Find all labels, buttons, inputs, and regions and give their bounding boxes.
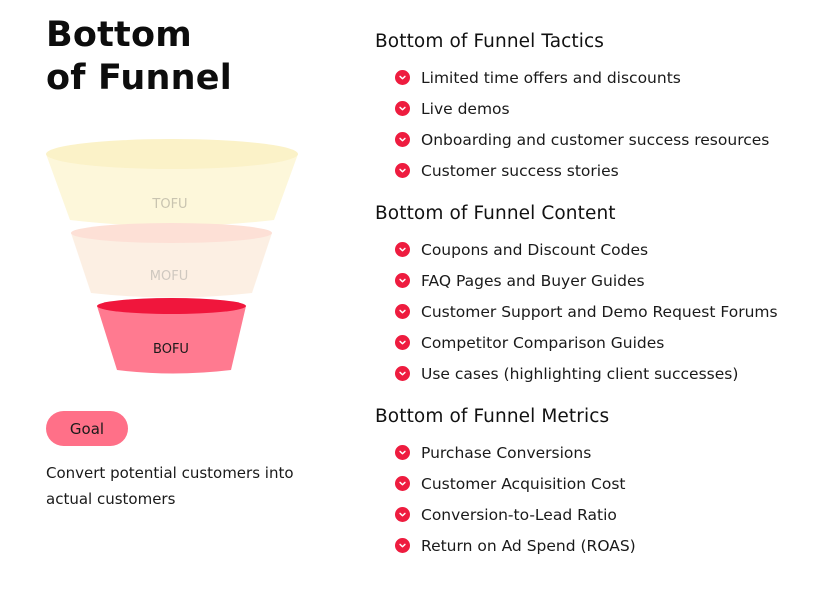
title-line-2: of Funnel <box>46 58 232 98</box>
mofu-label: MOFU <box>150 269 188 284</box>
list-item: Purchase Conversions <box>395 437 778 468</box>
check-circle-icon <box>395 507 410 522</box>
title-line-1: Bottom <box>46 15 192 55</box>
tofu-body <box>46 154 298 226</box>
list-item: Conversion-to-Lead Ratio <box>395 499 778 530</box>
check-circle-icon <box>395 476 410 491</box>
section-heading: Bottom of Funnel Metrics <box>375 406 610 427</box>
list-item-text: Conversion-to-Lead Ratio <box>421 505 617 524</box>
mofu-top <box>71 223 272 243</box>
check-circle-icon <box>395 445 410 460</box>
section-content: Bottom of Funnel Content Coupons and Dis… <box>375 200 778 389</box>
bofu-label: BOFU <box>153 342 189 357</box>
funnel-stage-bofu: BOFU <box>97 298 246 374</box>
bofu-top <box>97 298 246 314</box>
list-item-text: Customer Support and Demo Request Forums <box>421 302 778 321</box>
check-circle-icon <box>395 273 410 288</box>
list-item: Return on Ad Spend (ROAS) <box>395 530 778 561</box>
list-item-text: Live demos <box>421 99 510 118</box>
list-item: Live demos <box>395 93 778 124</box>
check-circle-icon <box>395 538 410 553</box>
check-circle-icon <box>395 242 410 257</box>
list-item-text: Customer Acquisition Cost <box>421 474 626 493</box>
list-item: Customer success stories <box>395 155 778 186</box>
list-item-text: Limited time offers and discounts <box>421 68 681 87</box>
funnel-stage-mofu: MOFU <box>71 223 272 298</box>
list-item-text: Coupons and Discount Codes <box>421 240 649 259</box>
bofu-body <box>97 306 246 374</box>
check-circle-icon <box>395 132 410 147</box>
list-item-text: Use cases (highlighting client successes… <box>421 364 739 383</box>
list-item: FAQ Pages and Buyer Guides <box>395 265 778 296</box>
check-circle-icon <box>395 163 410 178</box>
mofu-body <box>71 233 272 298</box>
list-item-text: Purchase Conversions <box>421 443 592 462</box>
section-heading: Bottom of Funnel Tactics <box>375 31 605 52</box>
list-item-text: Customer success stories <box>421 161 619 180</box>
list-item-text: Onboarding and customer success resource… <box>421 130 770 149</box>
tofu-top <box>46 139 298 169</box>
goal-description: Convert potential customers into actual … <box>46 464 294 508</box>
list-item: Limited time offers and discounts <box>395 62 778 93</box>
list-item: Onboarding and customer success resource… <box>395 124 778 155</box>
bofu-details: Bottom of Funnel Tactics Limited time of… <box>375 28 778 575</box>
list-item-text: Return on Ad Spend (ROAS) <box>421 536 636 555</box>
list-item: Use cases (highlighting client successes… <box>395 358 778 389</box>
section-heading: Bottom of Funnel Content <box>375 203 616 224</box>
list-item-text: Competitor Comparison Guides <box>421 333 665 352</box>
goal-badge: Goal <box>46 411 128 446</box>
check-circle-icon <box>395 304 410 319</box>
funnel-stage-tofu: TOFU <box>46 139 298 226</box>
tofu-label: TOFU <box>151 197 187 212</box>
check-circle-icon <box>395 70 410 85</box>
page-title: Bottom of Funnel <box>46 14 232 100</box>
list-item: Competitor Comparison Guides <box>395 327 778 358</box>
funnel-diagram: TOFU MOFU BOFU <box>46 139 298 374</box>
section-tactics: Bottom of Funnel Tactics Limited time of… <box>375 28 778 186</box>
list-item: Customer Acquisition Cost <box>395 468 778 499</box>
check-circle-icon <box>395 101 410 116</box>
goal-label: Goal <box>69 419 105 438</box>
list-item: Coupons and Discount Codes <box>395 234 778 265</box>
section-metrics: Bottom of Funnel Metrics Purchase Conver… <box>375 403 778 561</box>
list-item-text: FAQ Pages and Buyer Guides <box>421 271 645 290</box>
check-circle-icon <box>395 366 410 381</box>
list-item: Customer Support and Demo Request Forums <box>395 296 778 327</box>
check-circle-icon <box>395 335 410 350</box>
